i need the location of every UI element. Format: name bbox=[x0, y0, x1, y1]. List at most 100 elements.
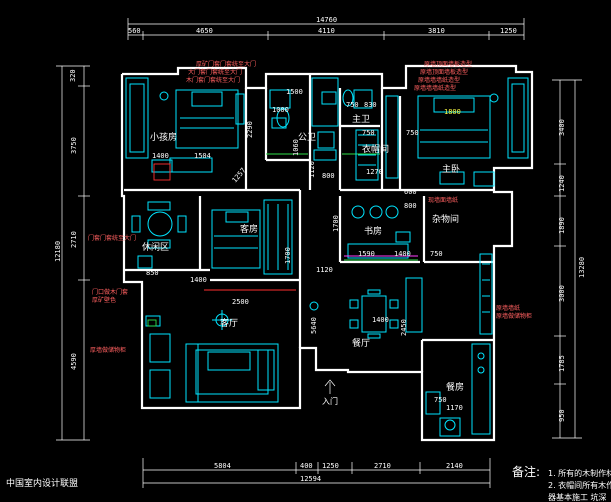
note: 门套门套统至大门 bbox=[88, 234, 136, 242]
room-entrance: 入门 bbox=[322, 396, 338, 406]
top-total-dim: 14760 bbox=[316, 16, 337, 24]
inner-dim: 800 bbox=[404, 202, 417, 210]
note: 原墙顶面墙板造型 bbox=[424, 60, 472, 68]
top-dimension-chain: 14760 560 4650 4110 3810 1250 bbox=[127, 16, 525, 40]
note: 厚墙做储物柜 bbox=[90, 346, 126, 354]
note: 原墙墙墙纸造型 bbox=[418, 76, 460, 84]
room-dining-room: 餐厅 bbox=[352, 337, 370, 349]
inner-dim: 750 bbox=[346, 101, 359, 109]
note: 厚矿门套门套统至大门 bbox=[196, 60, 256, 68]
inner-dim: 2450 bbox=[400, 319, 408, 336]
kid-bedroom-furniture bbox=[125, 77, 245, 181]
kitchen-furniture bbox=[425, 343, 491, 437]
inner-dim: 2500 bbox=[232, 298, 249, 306]
inner-dim: 1120 bbox=[316, 266, 333, 274]
note: 原墙做储物柜 bbox=[496, 312, 532, 320]
right-dim-5: 1785 bbox=[558, 355, 566, 372]
inner-dim: 2290 bbox=[246, 121, 254, 138]
inner-dim: 750 bbox=[406, 129, 419, 137]
inner-dim: 1700 bbox=[332, 215, 340, 232]
top-dim-5: 1250 bbox=[500, 27, 517, 35]
right-dim-3: 1890 bbox=[558, 217, 566, 234]
note: 现墙面墙纸 bbox=[428, 196, 458, 204]
room-guest-room: 客房 bbox=[240, 223, 258, 235]
dining-furniture bbox=[309, 277, 423, 339]
room-leisure-area: 休闲区 bbox=[142, 241, 169, 253]
inner-dim: 800 bbox=[322, 172, 335, 180]
bottom-total-dim: 12594 bbox=[300, 475, 321, 483]
room-public-bath: 公卫 bbox=[298, 132, 316, 143]
note: 原墙顶面墙板造型 bbox=[420, 68, 468, 76]
inner-dim: 1270 bbox=[366, 168, 383, 176]
room-master-bedroom: 主卧 bbox=[442, 163, 460, 175]
interior-walls bbox=[124, 74, 494, 372]
note: 木门套门套统至大门 bbox=[186, 76, 240, 84]
note: 厚矿壁色 bbox=[92, 296, 116, 304]
room-kitchen: 餐房 bbox=[446, 381, 464, 393]
inner-dim: 750 bbox=[434, 396, 447, 404]
bottom-dim-1: 5804 bbox=[214, 462, 231, 470]
top-dim-2: 4650 bbox=[196, 27, 213, 35]
bathroom-furniture bbox=[266, 77, 380, 161]
inner-dim: 830 bbox=[364, 101, 377, 109]
inner-dim: 1504 bbox=[194, 152, 211, 160]
right-dim-6: 950 bbox=[558, 409, 566, 422]
inner-dim: 1400 bbox=[152, 152, 169, 160]
inner-dim: 1800 bbox=[444, 108, 461, 116]
inner-dim: 1400 bbox=[190, 276, 207, 284]
site-name: 中国室内设计联盟 bbox=[6, 477, 78, 489]
note: 原墙墙墙纸造型 bbox=[414, 84, 456, 92]
inner-dim: 1400 bbox=[394, 250, 411, 258]
left-dim-3: 2710 bbox=[70, 231, 78, 248]
living-room-furniture bbox=[145, 289, 296, 403]
inner-dim: 1170 bbox=[446, 404, 463, 412]
left-dim-1: 320 bbox=[69, 69, 77, 82]
left-dim-2: 3750 bbox=[70, 137, 78, 154]
remarks-line-1: 1. 所有的木制作材 bbox=[548, 468, 611, 478]
room-master-bath: 主卫 bbox=[352, 113, 370, 125]
inner-dim: 850 bbox=[146, 269, 159, 277]
left-total-dim: 12180 bbox=[54, 241, 62, 262]
left-dimension-chain: 320 3750 2710 4590 12180 bbox=[54, 65, 90, 441]
bottom-dim-4: 2710 bbox=[374, 462, 391, 470]
top-dim-4: 3810 bbox=[428, 27, 445, 35]
inner-dim: 1060 bbox=[292, 139, 300, 156]
right-dim-4: 3000 bbox=[558, 285, 566, 302]
right-dim-1: 3400 bbox=[558, 119, 566, 136]
room-living-room: 客厅 bbox=[220, 317, 238, 329]
note: 门口做木门套 bbox=[92, 288, 128, 296]
entrance-arrow-icon bbox=[324, 379, 336, 394]
inner-dim: 750 bbox=[362, 129, 375, 137]
remarks-line-2: 2. 衣帽间所有木作 bbox=[548, 480, 611, 490]
right-total-dim: 13280 bbox=[578, 257, 586, 278]
master-bedroom-furniture bbox=[355, 77, 529, 187]
inner-dim: 1120 bbox=[308, 161, 316, 178]
room-storage: 杂物间 bbox=[432, 213, 459, 225]
top-dim-3: 4110 bbox=[318, 27, 335, 35]
note: 大门套门套统至大门 bbox=[188, 68, 242, 76]
bottom-dimension-chain: 5804 400 1250 2710 2140 12594 bbox=[142, 458, 491, 488]
guest-leisure-furniture bbox=[131, 199, 293, 275]
remarks-line-3: 器基本施工 坑深 bbox=[548, 492, 607, 502]
top-dim-1: 560 bbox=[128, 27, 141, 35]
note: 原墙墙纸 bbox=[496, 304, 520, 312]
remarks-title: 备注: bbox=[512, 464, 540, 479]
inner-dim: 1700 bbox=[284, 247, 292, 264]
inner-dim: 1590 bbox=[358, 250, 375, 258]
bottom-dim-5: 2140 bbox=[446, 462, 463, 470]
bottom-dim-2: 400 bbox=[300, 462, 313, 470]
annotations: 厚矿门套门套统至大门 大门套门套统至大门 木门套门套统至大门 原墙顶面墙板造型 … bbox=[88, 60, 532, 354]
remarks: 备注: 1. 所有的木制作材 2. 衣帽间所有木作 器基本施工 坑深 bbox=[512, 464, 611, 502]
right-dim-2: 1240 bbox=[558, 175, 566, 192]
room-kid-bedroom: 小孩房 bbox=[150, 131, 177, 143]
study-furniture bbox=[344, 205, 493, 335]
inner-dim: 5640 bbox=[310, 317, 318, 334]
inner-dim: 750 bbox=[430, 250, 443, 258]
right-dimension-chain: 3400 1240 1890 3000 1785 950 13280 bbox=[552, 79, 586, 439]
inner-dim: 1000 bbox=[272, 106, 289, 114]
room-walk-in-closet: 衣帽间 bbox=[362, 143, 389, 155]
room-labels: 小孩房 主卫 公卫 衣帽间 主卧 休闲区 客房 书房 杂物间 客厅 餐厅 餐房 … bbox=[142, 113, 464, 406]
footer: 中国室内设计联盟 bbox=[6, 477, 78, 489]
inner-dim: 600 bbox=[404, 188, 417, 196]
